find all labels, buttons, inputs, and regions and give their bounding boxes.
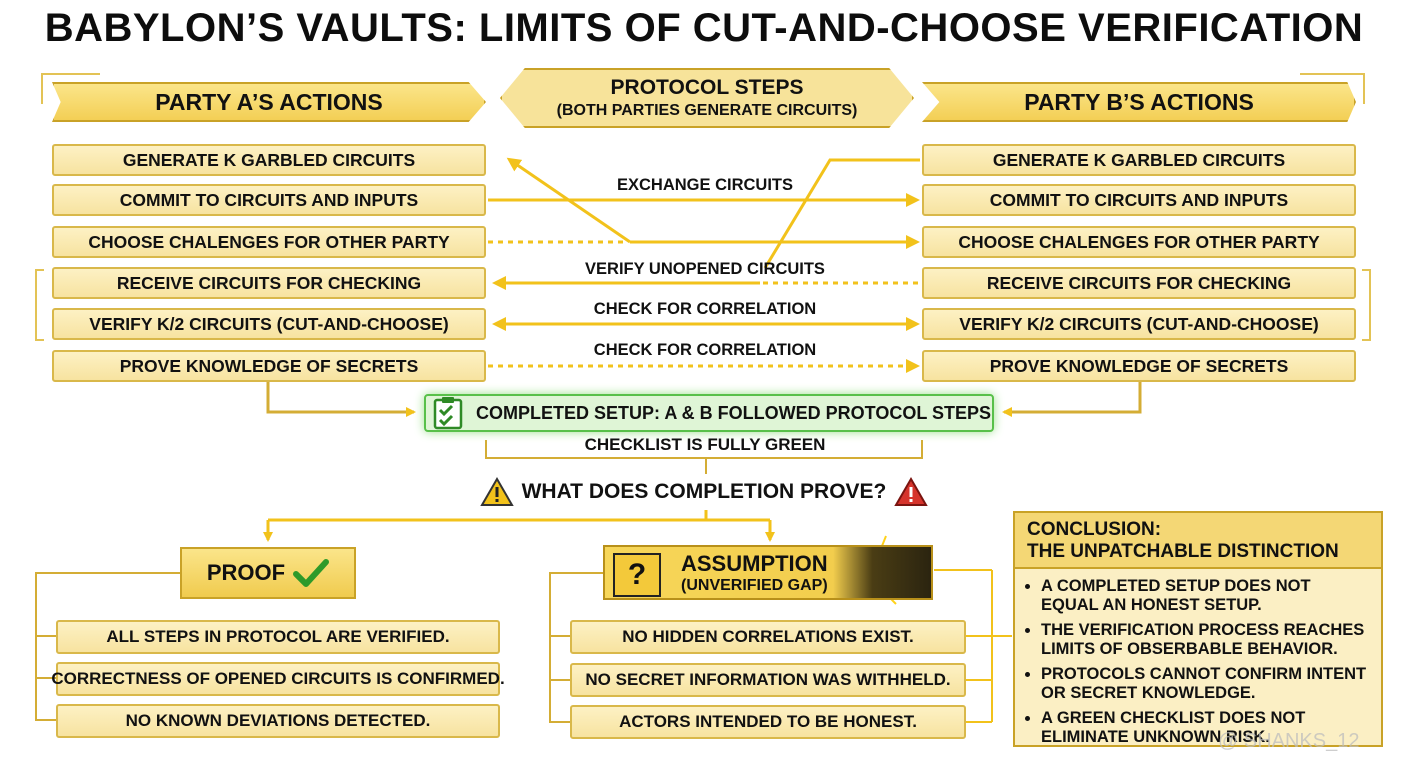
party-a-step: PROVE KNOWLEDGE OF SECRETS: [52, 350, 486, 382]
question-text: WHAT DOES COMPLETION PROVE?: [521, 480, 887, 503]
conclusion-header-line-2: THE UNPATCHABLE DISTINCTION: [1027, 541, 1339, 562]
watermark: @ SHANKS_12: [1218, 730, 1360, 752]
assumption-header: ? ASSUMPTION (UNVERIFIED GAP): [603, 545, 933, 600]
party-a-step: VERIFY K/2 CIRCUITS (CUT-AND-CHOOSE): [52, 308, 486, 340]
proof-header: PROOF: [180, 547, 356, 599]
party-b-step: COMMIT TO CIRCUITS AND INPUTS: [922, 184, 1356, 216]
conclusion-panel: CONCLUSION: THE UNPATCHABLE DISTINCTION …: [1013, 511, 1383, 747]
conclusion-list: A COMPLETED SETUP DOES NOT EQUAL AN HONE…: [1015, 577, 1381, 747]
party-b-step: VERIFY K/2 CIRCUITS (CUT-AND-CHOOSE): [922, 308, 1356, 340]
party-b-step: CHOOSE CHALENGES FOR OTHER PARTY: [922, 226, 1356, 258]
assumption-item: NO SECRET INFORMATION WAS WITHHELD.: [570, 663, 966, 697]
warning-icon: [479, 477, 514, 506]
protocol-steps-banner: PROTOCOL STEPS (BOTH PARTIES GENERATE CI…: [500, 68, 914, 128]
assumption-item: ACTORS INTENDED TO BE HONEST.: [570, 705, 966, 739]
conclusion-bullet: PROTOCOLS CANNOT CONFIRM INTENT OR SECRE…: [1041, 665, 1371, 703]
party-b-step: PROVE KNOWLEDGE OF SECRETS: [922, 350, 1356, 382]
party-a-header: PARTY A’S ACTIONS: [52, 82, 486, 122]
conclusion-bullet: THE VERIFICATION PROCESS REACHES LIMITS …: [1041, 621, 1371, 659]
party-a-step: COMMIT TO CIRCUITS AND INPUTS: [52, 184, 486, 216]
proof-header-label: PROOF: [206, 560, 286, 585]
page-title: BABYLON’S VAULTS: LIMITS OF CUT-AND-CHOO…: [44, 6, 1364, 50]
arrow-b-generate-to-a: [763, 158, 920, 269]
label-exchange-circuits: EXCHANGE CIRCUITS: [616, 176, 793, 194]
party-b-header-label: PARTY B’S ACTIONS: [1024, 88, 1254, 115]
party-a-step: RECEIVE CIRCUITS FOR CHECKING: [52, 267, 486, 299]
label-check-correlation: CHECK FOR CORRELATION: [593, 300, 817, 318]
proof-item: NO KNOWN DEVIATIONS DETECTED.: [56, 704, 500, 738]
party-b-step: GENERATE K GARBLED CIRCUITS: [922, 144, 1356, 176]
conclusion-header-line-1: CONCLUSION:: [1027, 519, 1162, 540]
conclusion-header: CONCLUSION: THE UNPATCHABLE DISTINCTION: [1015, 513, 1381, 569]
party-b-step: RECEIVE CIRCUITS FOR CHECKING: [922, 267, 1356, 299]
party-a-header-label: PARTY A’S ACTIONS: [155, 88, 383, 115]
corner-decoration-left: [41, 73, 100, 104]
protocol-title: PROTOCOL STEPS: [610, 76, 804, 99]
checklist-green-label: CHECKLIST IS FULLY GREEN: [584, 435, 826, 454]
corner-decoration-right: [1300, 73, 1365, 104]
protocol-subtitle: (BOTH PARTIES GENERATE CIRCUITS): [556, 102, 858, 119]
completed-setup-box: COMPLETED SETUP: A & B FOLLOWED PROTOCOL…: [424, 394, 994, 432]
conclusion-bullet: A COMPLETED SETUP DOES NOT EQUAL AN HONE…: [1041, 577, 1371, 615]
party-a-step: GENERATE K GARBLED CIRCUITS: [52, 144, 486, 176]
question-mark-icon: ?: [613, 553, 661, 597]
checkmark-icon: [293, 559, 330, 587]
party-b-header: PARTY B’S ACTIONS: [922, 82, 1356, 122]
proof-item: ALL STEPS IN PROTOCOL ARE VERIFIED.: [56, 620, 500, 654]
warning-icon: [894, 477, 929, 506]
assumption-header-label: ASSUMPTION: [681, 551, 828, 576]
conclusion-bullet: A GREEN CHECKLIST DOES NOT ELIMINATE UNK…: [1041, 709, 1371, 747]
completed-setup-text: COMPLETED SETUP: A & B FOLLOWED PROTOCOL…: [476, 402, 992, 423]
party-a-step: CHOOSE CHALENGES FOR OTHER PARTY: [52, 226, 486, 258]
completion-question: WHAT DOES COMPLETION PROVE?: [454, 474, 954, 510]
clipboard-check-icon: [433, 397, 463, 430]
proof-item: CORRECTNESS OF OPENED CIRCUITS IS CONFIR…: [51, 662, 505, 696]
assumption-subtitle: (UNVERIFIED GAP): [681, 577, 828, 594]
label-check-correlation: CHECK FOR CORRELATION: [593, 341, 817, 359]
assumption-item: NO HIDDEN CORRELATIONS EXIST.: [570, 620, 966, 654]
label-verify-unopened: VERIFY UNOPENED CIRCUITS: [585, 260, 825, 278]
